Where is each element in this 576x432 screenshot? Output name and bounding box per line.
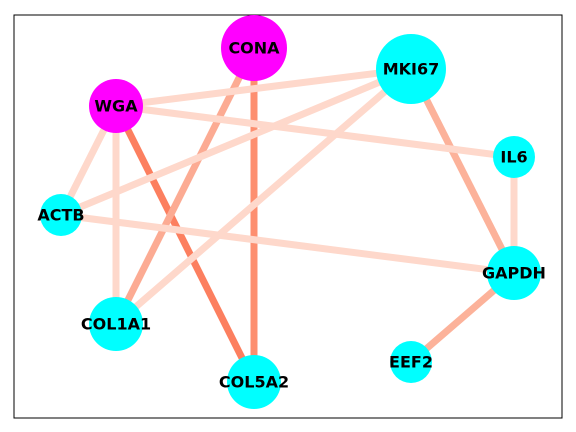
node-label-actb: ACTB: [37, 206, 84, 225]
node-label-col5a2: COL5A2: [219, 373, 289, 392]
node-label-wga: WGA: [94, 97, 138, 116]
edge-mki67-gapdh: [407, 67, 518, 275]
node-cona: [221, 15, 287, 81]
node-col5a2: [227, 355, 281, 409]
edge-wga-il6: [115, 102, 515, 161]
edge-mki67-col1a1: [113, 66, 414, 327]
edge-wga-mki67: [115, 65, 412, 110]
node-actb: [40, 194, 82, 236]
node-label-il6: IL6: [500, 148, 527, 167]
edge-layer: [57, 46, 518, 384]
node-col1a1: [89, 297, 143, 351]
node-mki67: [376, 34, 446, 104]
node-wga: [89, 79, 143, 133]
node-il6: [493, 136, 535, 178]
node-label-mki67: MKI67: [383, 60, 440, 79]
node-label-col1a1: COL1A1: [81, 315, 151, 334]
node-eef2: [390, 341, 432, 383]
node-label-eef2: EEF2: [389, 353, 433, 372]
edge-actb-gapdh: [60, 211, 515, 277]
node-label-gapdh: GAPDH: [482, 264, 546, 283]
edge-mki67-actb: [59, 65, 413, 219]
node-layer: [40, 15, 541, 409]
edge-wga-col5a2: [112, 104, 258, 384]
node-label-cona: CONA: [228, 39, 280, 58]
node-gapdh: [487, 246, 541, 300]
